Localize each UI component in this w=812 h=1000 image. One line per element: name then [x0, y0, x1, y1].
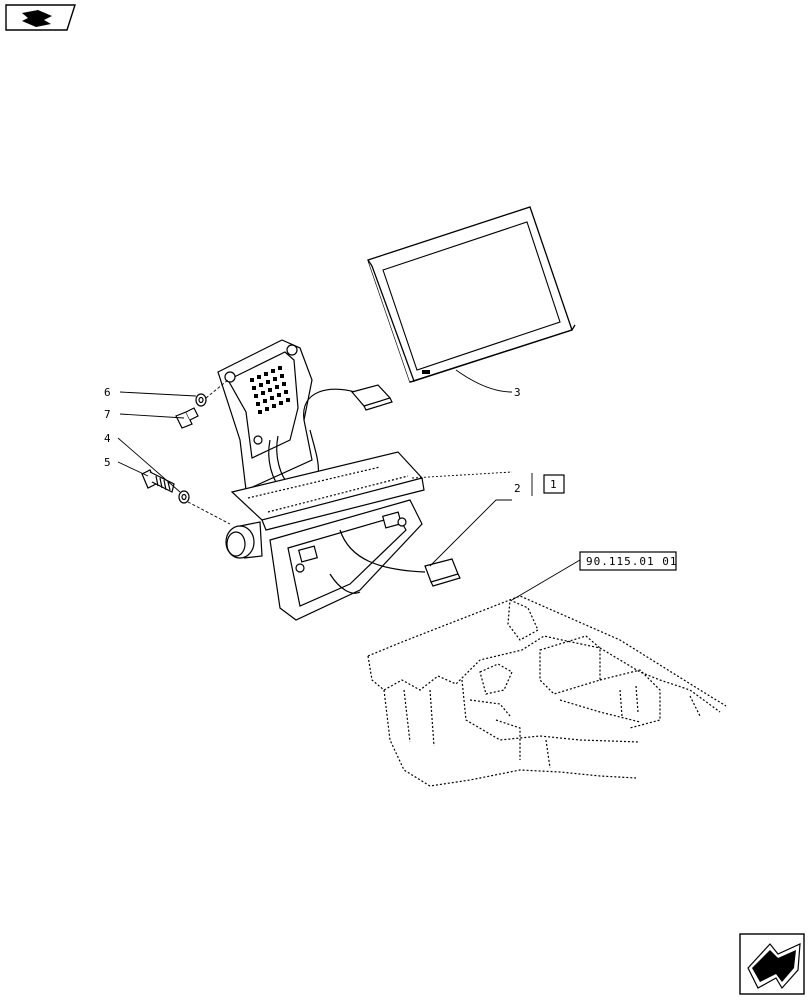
page-forward-arrow-icon [747, 943, 801, 990]
callout-5-label: 5 [104, 456, 111, 469]
connector-grid [250, 366, 290, 414]
callout-6-label: 6 [104, 386, 111, 399]
callout-3-label: 3 [514, 386, 521, 399]
reference-box[interactable]: 90.115.01 01 [579, 551, 677, 571]
bottom-nav-button[interactable] [739, 933, 805, 995]
top-nav-button[interactable] [5, 4, 76, 31]
bolt-5 [141, 469, 175, 493]
callout-1[interactable]: 1 [543, 474, 565, 494]
callout-6: 6 [104, 386, 111, 399]
callout-1-label: 1 [550, 478, 557, 491]
monitor-bracket-assembly [217, 339, 461, 621]
callout-2-label: 2 [514, 482, 521, 495]
callout-7: 7 [104, 408, 111, 421]
bolt-7 [175, 407, 199, 429]
display-monitor [367, 206, 576, 383]
callout-3: 3 [514, 386, 521, 399]
callout-2: 2 [514, 482, 521, 495]
adjustment-knob [225, 521, 263, 559]
cab-console-outline [367, 595, 727, 787]
page-back-arrow-icon [22, 10, 52, 27]
callout-4: 4 [104, 432, 111, 445]
washer-4 [178, 490, 190, 504]
leader-lines [117, 369, 581, 601]
callout-4-label: 4 [104, 432, 111, 445]
reference-code: 90.115.01 01 [586, 555, 677, 568]
callout-5: 5 [104, 456, 111, 469]
washer-6 [195, 393, 207, 407]
callout-7-label: 7 [104, 408, 111, 421]
